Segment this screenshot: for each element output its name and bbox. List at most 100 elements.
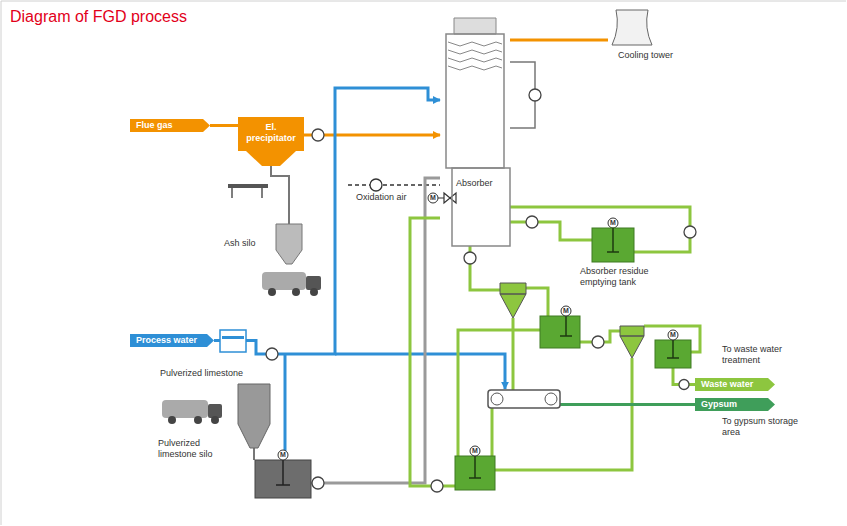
truck-body [162,400,208,418]
pump [266,348,278,360]
gypsum-line [560,403,695,406]
stream-tag: Waste water [695,378,775,391]
motor-label: M [278,450,288,460]
truck-cab [208,404,222,418]
stream-tag: Gypsum [695,398,775,411]
text-block: Cooling tower [618,50,686,61]
equipment-label: Oxidation air [356,192,420,203]
pipe-connector [210,124,238,127]
tank [540,316,580,348]
hydrocyclone [620,326,644,358]
tank [655,340,691,368]
precipitator-box: El. precipitator [238,117,304,151]
destination-label: To waste water treatment [722,344,806,366]
pump [312,129,324,141]
tank-shape [592,228,634,262]
pump [312,477,324,489]
pipe-connector [510,39,608,42]
slurry-pipe [526,288,548,316]
absorber-agitator [438,193,456,203]
truck-wheel [194,416,202,424]
slurry-tank [255,460,311,498]
text-block: Ash silo [224,238,274,249]
pipe-connector [510,222,580,240]
residue-tank: Absorber residue emptying tank [580,226,674,292]
motor-symbol [278,450,288,460]
truck-wheel [292,288,300,296]
absorber-upper [446,34,504,168]
node-text: Pulverized limestone silo [158,438,236,460]
precipitator-hopper [246,151,296,166]
text-block: Gypsum [701,399,767,410]
tag-shape [695,378,775,391]
node-text: Gypsum [701,399,767,410]
silo-shape [276,224,302,264]
demister [448,50,502,54]
filter-roller [545,393,557,405]
silo-outlet [253,448,255,460]
water-level [222,336,244,339]
pump [431,480,443,492]
motor-symbol [561,306,571,316]
filtrate-pipe [491,408,494,456]
conveyor-support [232,186,262,198]
silo-shape [238,384,270,448]
node-text: El. precipitator [242,122,300,144]
node-outline [608,10,688,72]
pump [529,89,541,101]
slurry-pipe [410,218,455,486]
hydrocyclone [500,283,526,318]
node-text: Cooling tower [618,50,686,61]
belt-filter [488,390,560,408]
ash-silo: Ash silo [224,224,304,272]
pump [684,226,696,238]
truck-wheel [211,416,219,424]
demister [448,58,502,62]
absorber-lower [452,168,510,246]
pipe-connector [214,88,440,354]
node-text: Ash silo [224,238,274,249]
motor-label: M [470,446,480,456]
text-block: Process water [136,335,206,346]
motor-label: M [608,218,618,228]
truck-wheel [168,416,176,424]
motor-symbol [470,446,480,456]
text-block: Absorber residue emptying tank [580,266,672,288]
truck-body [262,272,306,290]
water-tank [220,330,246,352]
tank-agitator [667,340,679,358]
truck-wheel [268,288,276,296]
truck-cab [306,276,321,290]
node-text: Flue gas [136,120,202,131]
node-outline [440,18,510,246]
node-text: Absorber residue emptying tank [580,266,672,288]
limestone-pipe [311,178,440,483]
tank-agitator [469,456,481,478]
text-block: El. precipitator [242,122,300,144]
pump [679,380,689,390]
stack-shape [454,18,496,34]
motor-label: M [668,330,678,340]
diagram-title: Diagram of FGD process [10,8,187,26]
text-block: Absorber [456,178,506,189]
stream-tag: Flue gas [130,119,210,132]
node-text: Absorber [456,178,506,189]
motor-symbol [668,330,678,340]
tag-shape [130,334,214,347]
tank [455,456,495,490]
tank-agitator [607,228,619,252]
slurry-agitator [276,460,290,485]
slurry-pipe [470,246,500,290]
tag-shape [695,398,775,411]
pump [464,252,476,264]
tag-shape [130,119,210,132]
text-block: Flue gas [136,120,202,131]
filter-roller [491,393,503,405]
blower [370,179,382,191]
truck-wheel [310,288,318,296]
demister [448,42,502,46]
equipment-label: Pulverized limestone [160,368,270,379]
